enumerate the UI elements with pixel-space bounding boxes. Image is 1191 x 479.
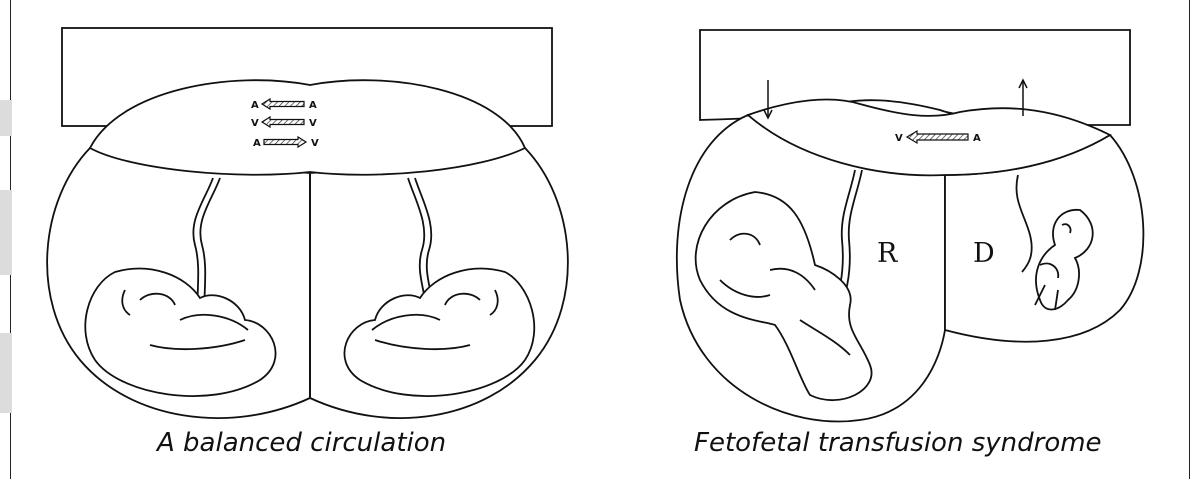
arrow-label: A (251, 100, 259, 111)
arrow-label: V (895, 133, 903, 144)
arrow-label: V (311, 138, 319, 149)
arrow-label: V (251, 118, 259, 129)
left-panel (47, 28, 568, 418)
caption-balanced-circulation: A balanced circulation (157, 428, 446, 458)
arrow-label: A (253, 138, 261, 149)
donor-label: D (973, 238, 995, 269)
recipient-label: R (877, 238, 898, 269)
right-panel (677, 30, 1144, 422)
arrow-label: V (309, 118, 317, 129)
arrow-label: A (309, 100, 317, 111)
arrow-label: A (973, 133, 981, 144)
anastomosis-arrows-left (262, 99, 306, 147)
caption-fetofetal-transfusion: Fetofetal transfusion syndrome (694, 428, 1102, 458)
